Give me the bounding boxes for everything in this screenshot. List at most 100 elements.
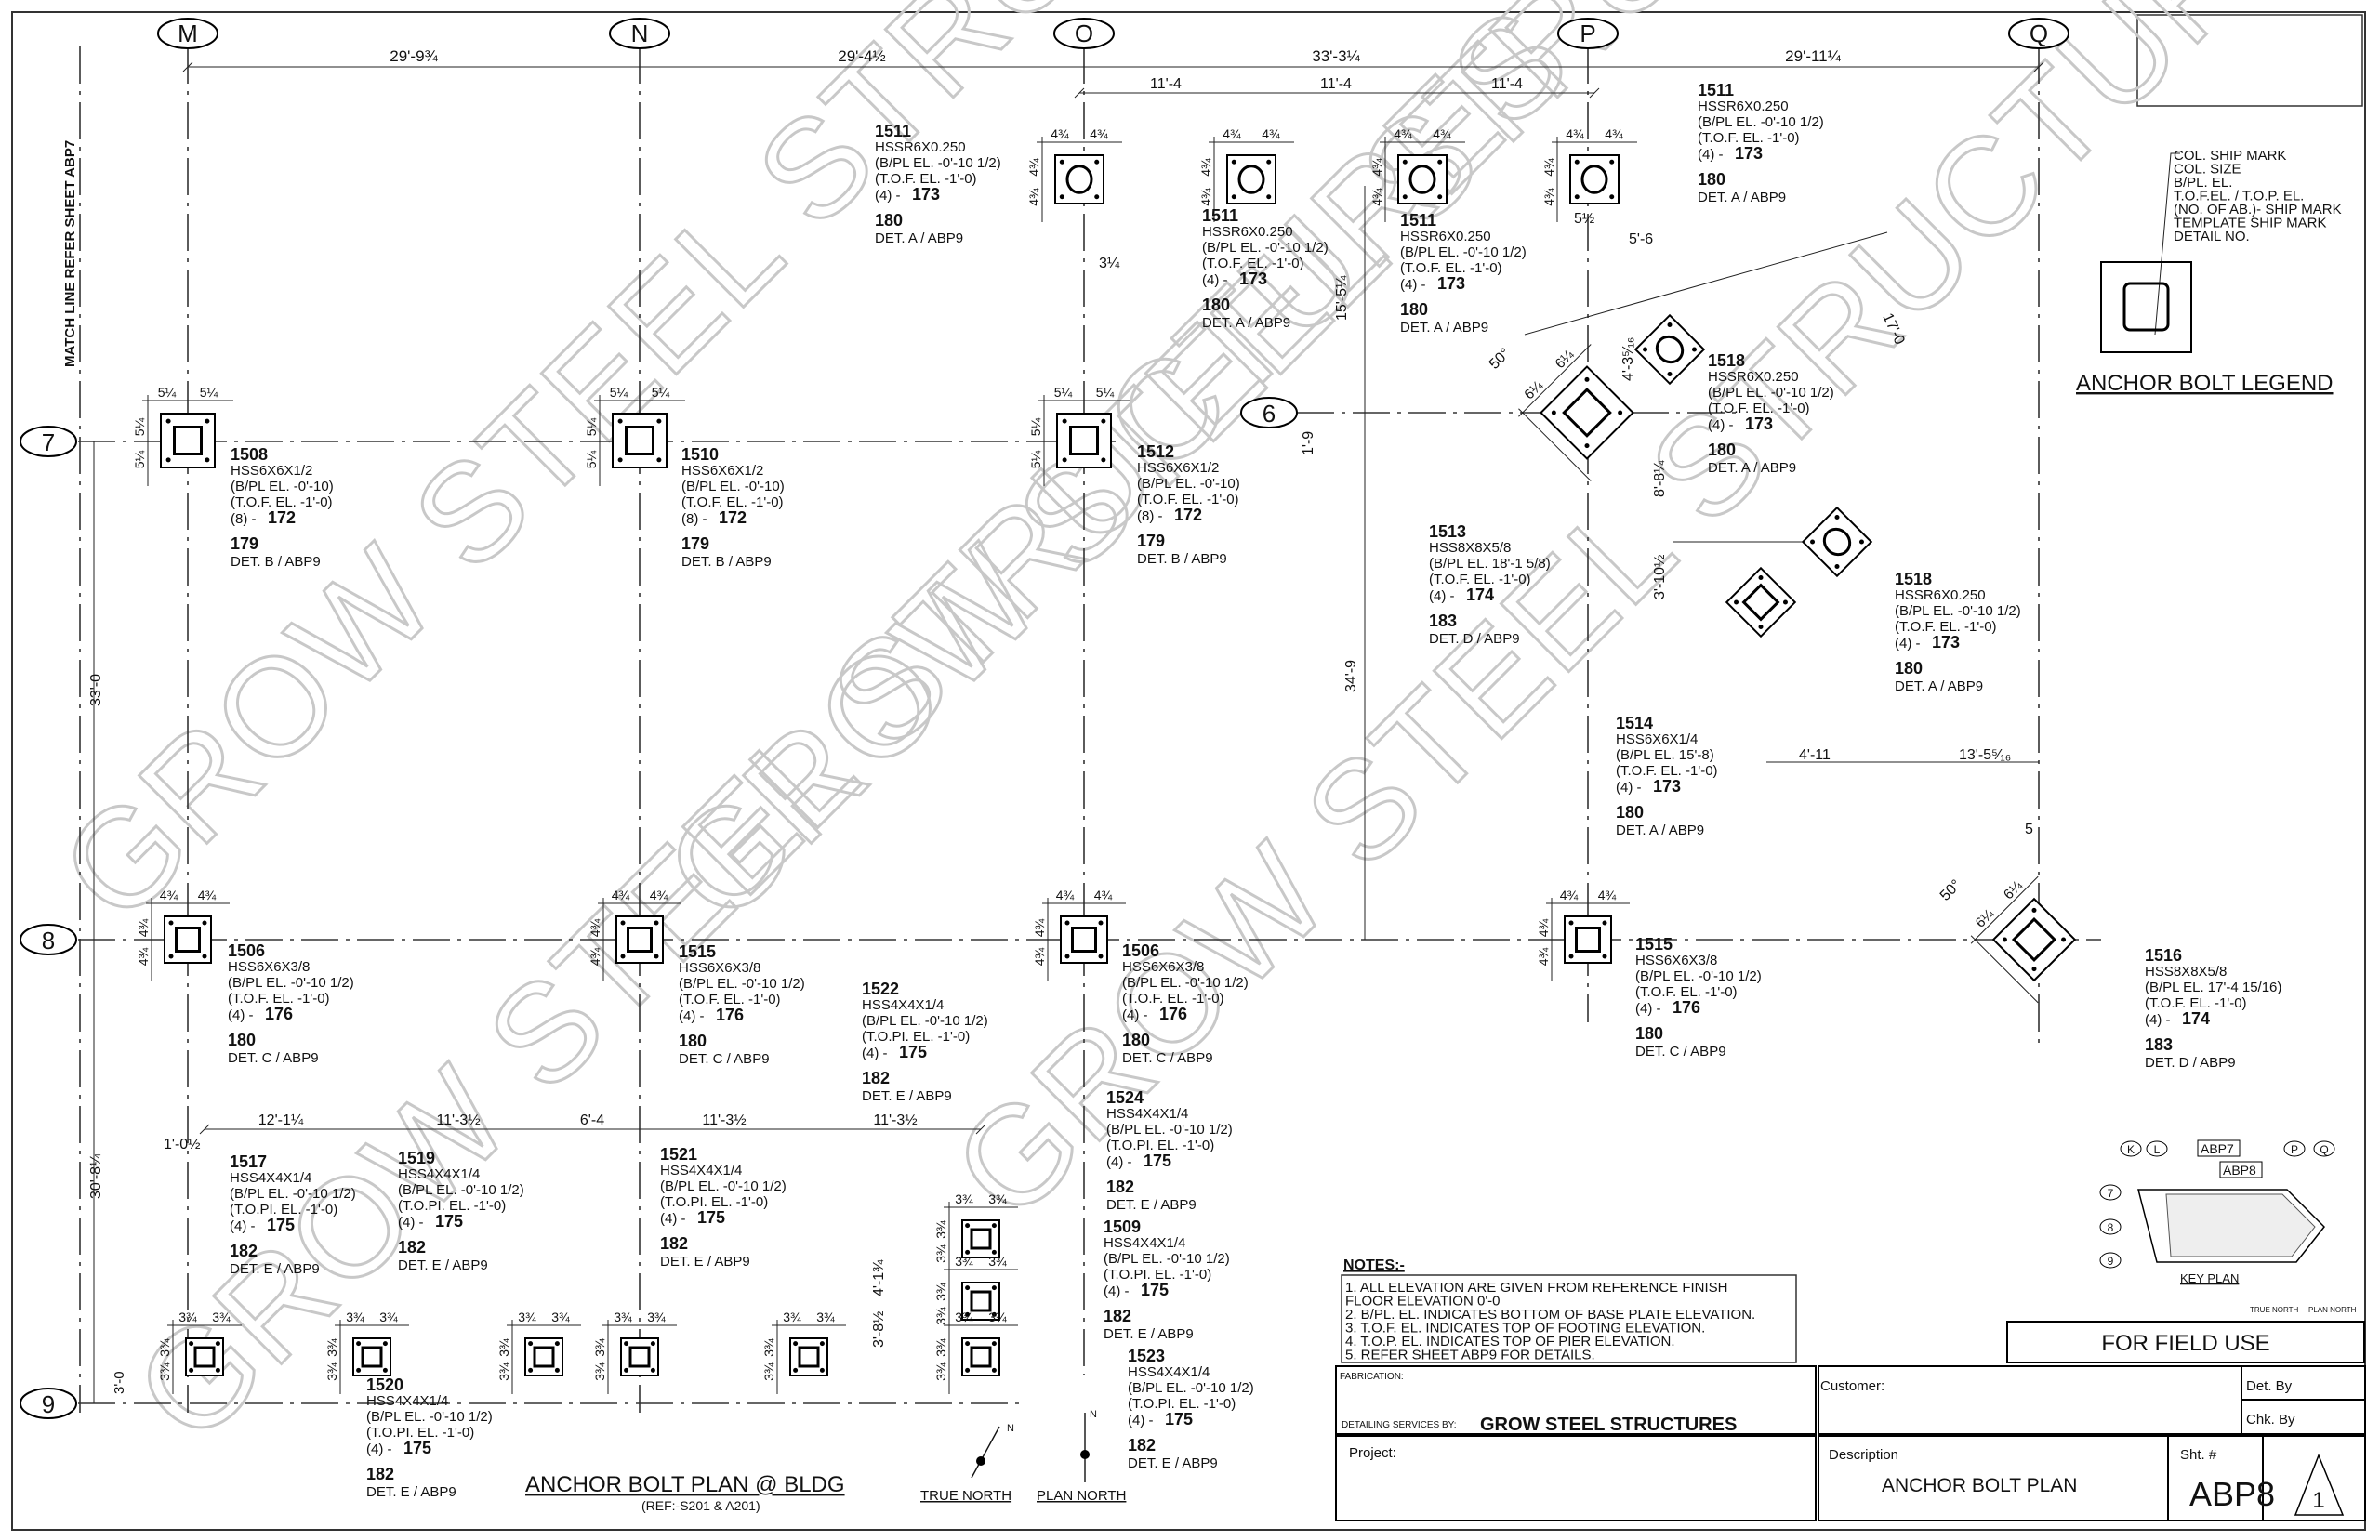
- base-plate-p1520[interactable]: [352, 1337, 391, 1376]
- grid-label-row-7: 7: [42, 428, 55, 456]
- template-mark: 179: [681, 534, 709, 553]
- anchor-bolt-icon: [382, 1367, 388, 1373]
- base-plate-p1524[interactable]: [961, 1219, 1000, 1258]
- base-plate-p1514[interactable]: [1725, 566, 1797, 638]
- grid-label-col-M: M: [178, 20, 198, 47]
- base-plate-p1518b[interactable]: [1801, 506, 1873, 578]
- plate-dimension: 3¾: [518, 1310, 536, 1324]
- template-mark: 180: [1895, 659, 1923, 678]
- plate-dimension: 3¾: [988, 1191, 1007, 1206]
- plate-dimension: 4¾: [1051, 126, 1069, 141]
- square-column-icon: [1069, 426, 1099, 455]
- base-plate-p1506b[interactable]: [1060, 915, 1108, 964]
- base-plate-p1512[interactable]: [1056, 413, 1112, 468]
- base-plate-elevation: (B/PL EL. -0'-10 1/2): [398, 1182, 524, 1198]
- square-column-icon: [628, 1346, 651, 1368]
- bolt-ship-mark: 173: [1239, 270, 1267, 288]
- footing-elevation: (T.O.F. EL. -1'-0): [1400, 260, 1502, 276]
- grid-label-col-O: O: [1075, 20, 1093, 47]
- description-label: Description: [1829, 1447, 1898, 1463]
- column-size: HSSR6X0.250: [1400, 229, 1491, 244]
- base-plate-elevation: (B/PL EL. -0'-10 1/2): [1122, 975, 1249, 991]
- grid-label-col-N: N: [631, 20, 649, 47]
- template-mark: 182: [1104, 1307, 1131, 1325]
- base-plate-p1510[interactable]: [612, 413, 668, 468]
- key-plan-col-label: L: [2154, 1143, 2161, 1156]
- bolt-count: (4) -: [1429, 588, 1455, 604]
- base-plate-p1511d[interactable]: [1569, 154, 1620, 204]
- bolt-count: (8) -: [1137, 508, 1163, 524]
- dimension-text: 11'-4: [1491, 76, 1523, 92]
- detail-reference: DET. A / ABP9: [1895, 678, 1983, 694]
- square-column-icon: [1071, 927, 1097, 953]
- base-plate-elevation: (B/PL EL. -0'-10): [681, 479, 785, 494]
- ship-mark: 1509: [1104, 1218, 1141, 1236]
- anchor-bolt-icon: [1858, 539, 1864, 545]
- base-plate-p1517[interactable]: [185, 1337, 224, 1376]
- plate-dimension: 3¾: [157, 1362, 172, 1381]
- base-plate-p1513[interactable]: [1540, 365, 1634, 460]
- ship-mark: 1515: [679, 942, 716, 961]
- template-mark: 182: [398, 1238, 426, 1257]
- anchor-bolt-icon: [1062, 418, 1067, 424]
- anchor-bolt-icon: [202, 920, 207, 926]
- dimension-text: 33'-3¼: [1312, 47, 1360, 65]
- bolt-ship-mark: 176: [716, 1006, 744, 1024]
- anchor-bolt-icon: [1810, 539, 1816, 545]
- base-plate-p1508[interactable]: [160, 413, 216, 468]
- template-mark: 179: [231, 534, 258, 553]
- template-mark: 180: [1635, 1024, 1663, 1043]
- grid-label-col-P: P: [1580, 20, 1595, 47]
- template-mark: 180: [875, 211, 903, 230]
- plate-dimension: 5¼: [1028, 417, 1043, 436]
- base-plate-elevation: (B/PL EL. -0'-10 1/2): [1635, 968, 1762, 984]
- ship-mark: 1512: [1137, 442, 1174, 461]
- ship-mark: 1517: [230, 1152, 267, 1171]
- anchor-bolt-icon: [819, 1341, 825, 1347]
- ship-mark: 1519: [398, 1149, 435, 1167]
- base-plate-p1511b[interactable]: [1226, 154, 1276, 204]
- bolt-count: (4) -: [1128, 1413, 1154, 1428]
- base-plate-p1523[interactable]: [961, 1337, 1000, 1376]
- base-plate-p1515a[interactable]: [615, 915, 664, 964]
- plate-dimension: 5¼: [610, 385, 628, 400]
- base-plate-p1511a[interactable]: [1054, 154, 1104, 204]
- footing-elevation: (T.O.PI. EL. -1'-0): [398, 1198, 506, 1214]
- plate-dimension: 4¾: [1090, 126, 1108, 141]
- bolt-count: (4) -: [366, 1441, 392, 1457]
- plate-dimension: 4¾: [1032, 947, 1047, 966]
- plate-dimension: 4¾: [1198, 188, 1213, 206]
- base-plate-p1522[interactable]: [789, 1337, 828, 1376]
- anchor-bolt-icon: [1059, 194, 1064, 200]
- base-plate-p1521[interactable]: [620, 1337, 659, 1376]
- square-column-icon: [175, 927, 201, 953]
- base-plate-p1509[interactable]: [961, 1282, 1000, 1321]
- plan-reference: (REF:-S201 & A201): [641, 1498, 760, 1513]
- base-plate-p1511c[interactable]: [1397, 154, 1448, 204]
- footing-elevation: (T.O.F. EL. -1'-0): [1635, 984, 1738, 1000]
- base-plate-elevation: (B/PL EL. -0'-10 1/2): [1128, 1380, 1254, 1396]
- anchor-bolt-icon: [2031, 907, 2037, 913]
- base-plate-p1515b[interactable]: [1564, 915, 1612, 964]
- ship-mark: 1516: [2145, 946, 2182, 965]
- template-mark: 183: [2145, 1035, 2173, 1054]
- footing-elevation: (T.O.F. EL. -1'-0): [1429, 572, 1531, 587]
- ship-mark: 1506: [228, 941, 265, 960]
- base-plate-p1518a[interactable]: [1633, 313, 1706, 386]
- column-size: HSS4X4X1/4: [398, 1166, 480, 1182]
- anchor-bolt-icon: [1101, 457, 1106, 463]
- footing-elevation: (T.O.PI. EL. -1'-0): [1128, 1396, 1236, 1412]
- base-plate-p1516[interactable]: [1991, 897, 2077, 982]
- note-item: 4. T.O.P. EL. INDICATES TOP OF PIER ELEV…: [1345, 1334, 1675, 1349]
- svg-text:N: N: [1007, 1423, 1014, 1434]
- base-plate-p1519[interactable]: [524, 1337, 563, 1376]
- bolt-ship-mark: 175: [1165, 1410, 1193, 1428]
- base-plate-p1506a[interactable]: [164, 915, 212, 964]
- plate-dimension: 6¼: [2001, 877, 2026, 902]
- anchor-bolt-icon: [1094, 159, 1100, 165]
